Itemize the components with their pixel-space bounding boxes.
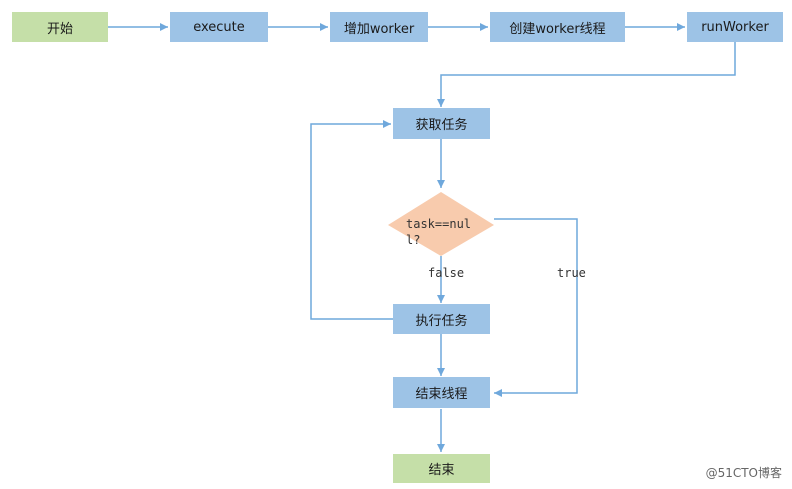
start-node: 开始 — [12, 12, 108, 42]
execute-node: execute — [170, 12, 268, 42]
create-worker-thread-node: 创建worker线程 — [490, 12, 625, 42]
true-label: true — [557, 266, 586, 280]
edge-decision-true — [494, 218, 578, 397]
add-worker-node: 增加worker — [330, 12, 428, 42]
decision-diamond — [388, 192, 494, 256]
watermark: @51CTO博客 — [705, 466, 782, 480]
edge-run-worker-to-get-task — [437, 41, 736, 107]
end-thread-node: 结束线程 — [393, 377, 490, 408]
run-task-node: 执行任务 — [393, 304, 490, 334]
run-worker-node: runWorker — [687, 12, 783, 42]
end-node: 结束 — [393, 454, 490, 483]
false-label: false — [428, 266, 465, 280]
edge-loop-back — [310, 120, 393, 320]
get-task-node: 获取任务 — [393, 108, 490, 139]
decision-label: task==null? — [406, 217, 472, 247]
